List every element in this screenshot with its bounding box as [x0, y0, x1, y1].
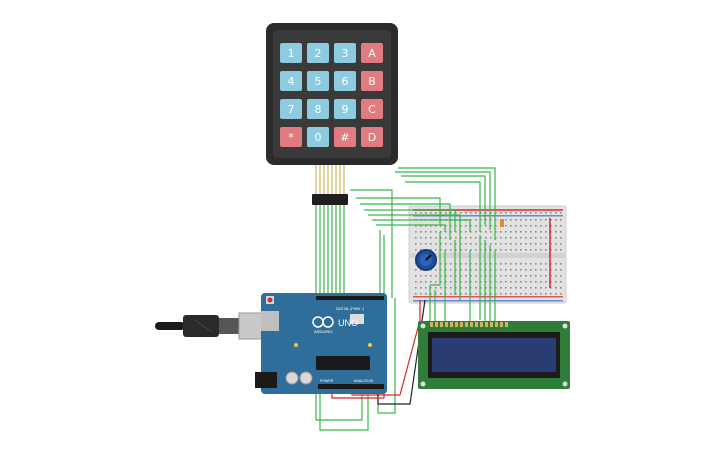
- keypad-key-3-2[interactable]: #: [334, 127, 356, 147]
- keypad-key-label: #: [340, 131, 349, 144]
- green-wires: [315, 167, 496, 431]
- keypad-key-2-3[interactable]: C: [361, 99, 383, 119]
- keypad-key-label: B: [368, 75, 376, 88]
- arduino-uno-board[interactable]: ARDUINO UNO DIGITAL (PWM ~) POWER ANALOG…: [255, 293, 387, 394]
- keypad-key-label: 1: [288, 47, 295, 60]
- arduino-logo-icon: [312, 316, 334, 328]
- resistor: [500, 219, 504, 227]
- keypad-key-3-0[interactable]: *: [280, 127, 302, 147]
- keypad-connector: [312, 165, 348, 205]
- keypad-key-label: 6: [342, 75, 349, 88]
- microcontroller-chip: [316, 356, 370, 370]
- lcd-display[interactable]: [418, 321, 570, 389]
- lcd-screen: [432, 338, 556, 372]
- keypad-key-1-2[interactable]: 6: [334, 71, 356, 91]
- potentiometer-icon[interactable]: [415, 249, 437, 271]
- keypad-key-0-1[interactable]: 2: [307, 43, 329, 63]
- keypad-key-2-1[interactable]: 8: [307, 99, 329, 119]
- keypad-key-3-3[interactable]: D: [361, 127, 383, 147]
- breadboard[interactable]: [408, 205, 567, 304]
- keypad-key-1-3[interactable]: B: [361, 71, 383, 91]
- keypad-key-label: 8: [315, 103, 322, 116]
- keypad-key-label: A: [368, 47, 376, 60]
- keypad-key-0-0[interactable]: 1: [280, 43, 302, 63]
- keypad-key-0-2[interactable]: 3: [334, 43, 356, 63]
- keypad-key-2-0[interactable]: 7: [280, 99, 302, 119]
- keypad-key-label: 2: [315, 47, 322, 60]
- keypad-key-label: *: [288, 131, 294, 144]
- keypad-key-label: 7: [288, 103, 295, 116]
- analog-pins-label: ANALOG IN: [354, 379, 374, 383]
- keypad-key-label: 3: [342, 47, 349, 60]
- keypad-key-label: 9: [342, 103, 349, 116]
- keypad[interactable]: 1 2 3 A 4 5 6 B 7 8 9 C * 0 # D: [266, 23, 398, 165]
- breadboard-holes: [415, 212, 562, 295]
- keypad-key-1-1[interactable]: 5: [307, 71, 329, 91]
- power-pins-label: POWER: [320, 379, 334, 383]
- keypad-key-label: C: [368, 103, 376, 116]
- usb-cable: [155, 312, 280, 340]
- keypad-key-2-2[interactable]: 9: [334, 99, 356, 119]
- keypad-key-1-0[interactable]: 4: [280, 71, 302, 91]
- arduino-model-text: UNO: [338, 318, 358, 328]
- keypad-key-label: 4: [288, 75, 295, 88]
- keypad-key-label: 5: [315, 75, 322, 88]
- digital-pins-label: DIGITAL (PWM ~): [336, 307, 364, 311]
- keypad-key-label: 0: [315, 131, 322, 144]
- keypad-key-3-1[interactable]: 0: [307, 127, 329, 147]
- arduino-brand-text: ARDUINO: [314, 329, 332, 334]
- keypad-key-label: D: [368, 131, 376, 144]
- keypad-key-0-3[interactable]: A: [361, 43, 383, 63]
